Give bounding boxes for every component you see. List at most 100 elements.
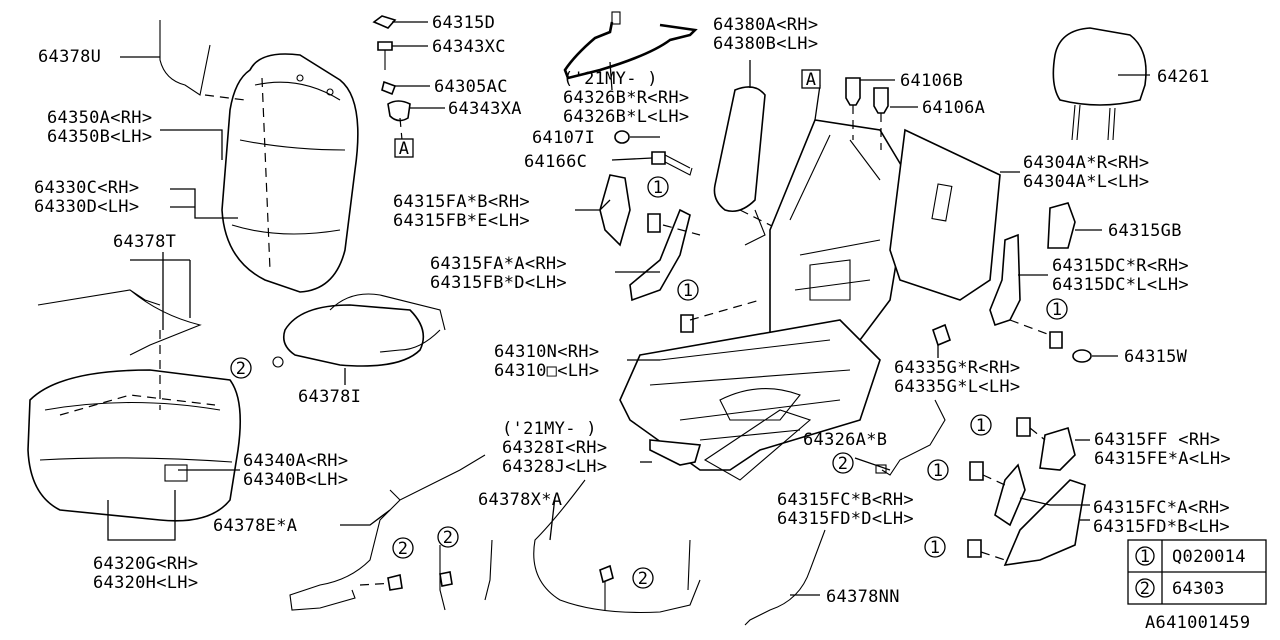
callout-line: 64315D bbox=[432, 13, 495, 33]
side-cover-64315DC bbox=[989, 233, 1021, 327]
callout-line: 64350B<LH> bbox=[47, 127, 152, 147]
callout-line: 64378X*A bbox=[478, 490, 562, 510]
callout-line: 64315FD*B<LH> bbox=[1093, 517, 1230, 537]
callout-64326B: ('21MY- )64326B*R<RH>64326B*L<LH> bbox=[563, 69, 689, 127]
harness-64378X bbox=[533, 479, 701, 614]
callout-64350: 64350A<RH>64350B<LH> bbox=[47, 108, 152, 147]
callout-64304: 64304A*R<RH>64304A*L<LH> bbox=[1023, 153, 1149, 192]
harness-64378U bbox=[159, 20, 211, 96]
callout-line: 64328I<RH> bbox=[502, 438, 607, 458]
svg-text:1: 1 bbox=[976, 416, 987, 436]
callout-64326A: 64326A*B bbox=[803, 430, 887, 450]
callout-line: 64378E*A bbox=[213, 516, 297, 536]
callout-64315D: 64315D bbox=[432, 13, 495, 33]
callout-line: ('21MY- ) bbox=[502, 419, 597, 439]
circle-marker-2: 2 2 2 2 2 bbox=[230, 357, 854, 589]
legend-row-1: 1 Q020014 bbox=[1135, 546, 1245, 567]
legend-row-2: 2 64303 bbox=[1135, 578, 1224, 599]
callout-64320: 64320G<RH>64320H<LH> bbox=[93, 554, 198, 593]
harness-64378E bbox=[289, 454, 493, 611]
callout-64378I: 64378I bbox=[298, 387, 361, 407]
callout-line: 64305AC bbox=[434, 77, 508, 97]
callout-line: 64330C<RH> bbox=[34, 178, 139, 198]
callout-64315W: 64315W bbox=[1124, 347, 1188, 367]
view-marker-a-1: A bbox=[394, 138, 414, 159]
callout-line: 64315DC*R<RH> bbox=[1052, 256, 1189, 276]
callout-64343XC: 64343XC bbox=[432, 37, 506, 57]
svg-text:2: 2 bbox=[236, 359, 247, 379]
callout-line: 64340A<RH> bbox=[243, 451, 348, 471]
callout-64315FC-A: 64315FC*A<RH>64315FD*B<LH> bbox=[1093, 498, 1230, 537]
callout-line: 64310N<RH> bbox=[494, 342, 599, 362]
hinge-cover-64315FA-A bbox=[629, 208, 691, 302]
callout-64343XA: 64343XA bbox=[448, 99, 522, 119]
callout-line: 64378T bbox=[113, 232, 176, 252]
callout-line: 64343XA bbox=[448, 99, 522, 119]
seat-back-cover bbox=[221, 53, 359, 293]
callout-64340: 64340A<RH>64340B<LH> bbox=[243, 451, 348, 490]
callout-line: ('21MY- ) bbox=[563, 69, 658, 89]
callout-line: 64343XC bbox=[432, 37, 506, 57]
callout-line: 64320H<LH> bbox=[93, 573, 198, 593]
callout-64310: 64310N<RH>64310□<LH> bbox=[494, 342, 599, 381]
screw-1d bbox=[1016, 417, 1031, 437]
screw-1f bbox=[967, 539, 982, 558]
callout-line: 64380A<RH> bbox=[713, 15, 818, 35]
callout-64378X: 64378X*A bbox=[478, 490, 562, 510]
callout-line: 64315DC*L<LH> bbox=[1052, 275, 1189, 295]
svg-text:1: 1 bbox=[683, 281, 694, 301]
harness-64378NN bbox=[744, 529, 826, 626]
callout-line: 64378I bbox=[298, 387, 361, 407]
callout-line: 64378NN bbox=[826, 587, 900, 607]
callout-64378U: 64378U bbox=[38, 47, 101, 67]
svg-text:1: 1 bbox=[933, 461, 944, 481]
svg-text:A: A bbox=[399, 139, 410, 159]
callout-line: 64166C bbox=[524, 152, 587, 172]
callout-line: 64350A<RH> bbox=[47, 108, 152, 128]
cover-64315FC-A bbox=[1003, 479, 1086, 566]
callout-64330: 64330C<RH>64330D<LH> bbox=[34, 178, 139, 217]
callout-line: 64326B*R<RH> bbox=[563, 88, 689, 108]
callout-64378E: 64378E*A bbox=[213, 516, 297, 536]
callout-line: 64330D<LH> bbox=[34, 197, 139, 217]
view-marker-a-2: A bbox=[801, 69, 821, 90]
cover-64315FF bbox=[1039, 426, 1076, 471]
callout-64315FC-B: 64315FC*B<RH>64315FD*D<LH> bbox=[777, 490, 914, 529]
callout-line: 64315FD*D<LH> bbox=[777, 509, 914, 529]
callout-64378T: 64378T bbox=[113, 232, 176, 252]
callout-line: 64315FA*B<RH> bbox=[393, 192, 530, 212]
callout-64315FA-A: 64315FA*A<RH>64315FB*D<LH> bbox=[430, 254, 567, 293]
cover-64315FC-B bbox=[994, 463, 1026, 527]
screw-1e bbox=[969, 461, 984, 481]
screw-1c bbox=[1049, 331, 1063, 349]
svg-text:2: 2 bbox=[838, 454, 849, 474]
callout-64315GB: 64315GB bbox=[1108, 221, 1182, 241]
svg-text:2: 2 bbox=[638, 569, 649, 589]
callout-line: 64315FA*A<RH> bbox=[430, 254, 567, 274]
back-board bbox=[889, 128, 1001, 301]
callout-labels: 64378U 64350A<RH>64350B<LH> 64330C<RH>64… bbox=[34, 13, 1231, 607]
callout-line: 64106B bbox=[900, 71, 963, 91]
callout-line: 64315FE*A<LH> bbox=[1094, 449, 1231, 469]
circle-marker-1: 1 1 1 1 1 1 bbox=[647, 176, 1068, 558]
callout-line: 64310□<LH> bbox=[494, 361, 599, 381]
callout-line: 64304A*L<LH> bbox=[1023, 172, 1149, 192]
callout-64315DC: 64315DC*R<RH>64315DC*L<LH> bbox=[1052, 256, 1189, 295]
callout-line: 64315FF <RH> bbox=[1094, 430, 1220, 450]
harness-64326A bbox=[881, 399, 946, 476]
callout-64107I: 64107I bbox=[532, 128, 595, 148]
callout-line: 64378U bbox=[38, 47, 101, 67]
callout-line: 64315GB bbox=[1108, 221, 1182, 241]
rail-cover-64328 bbox=[649, 439, 702, 466]
svg-text:2: 2 bbox=[398, 539, 409, 559]
callout-line: 64335G*L<LH> bbox=[894, 377, 1020, 397]
leader-lines bbox=[107, 21, 1150, 596]
callout-line: 64304A*R<RH> bbox=[1023, 153, 1149, 173]
callout-line: 64340B<LH> bbox=[243, 470, 348, 490]
callout-64261: 64261 bbox=[1157, 67, 1210, 87]
seat-cushion bbox=[27, 369, 242, 522]
callout-line: 64335G*R<RH> bbox=[894, 358, 1020, 378]
parts-layer bbox=[27, 11, 1147, 626]
callout-line: 64107I bbox=[532, 128, 595, 148]
